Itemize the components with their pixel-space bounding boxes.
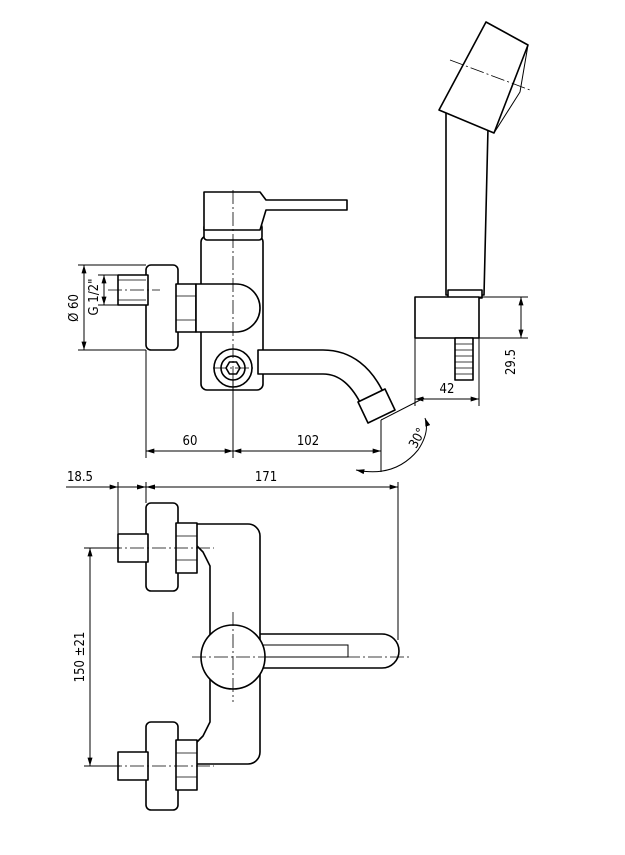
dimension-lines <box>66 264 528 767</box>
shower-wall-holder <box>414 296 480 339</box>
dim-wall-offset: 60 <box>183 434 198 449</box>
side-spout <box>257 349 385 407</box>
side-wall-rosette <box>145 264 179 351</box>
top-lower-hex-nut <box>175 739 198 791</box>
dim-inlet-offset: 18.5 <box>67 470 93 485</box>
dim-center-distance: 150 ±21 <box>73 632 88 683</box>
dim-total-length: 171 <box>255 470 277 485</box>
side-hex-nut <box>175 283 197 333</box>
top-view <box>108 502 412 811</box>
side-spout-aerator <box>357 388 396 424</box>
top-upper-wall-rosette <box>145 502 179 592</box>
dim-spout-reach: 102 <box>297 434 319 449</box>
top-lever-handle <box>229 633 400 669</box>
dim-holder-depth: 42 <box>440 382 455 397</box>
hand-shower-handle <box>445 111 489 296</box>
shower-hose <box>454 337 474 381</box>
side-lever-handle <box>203 191 348 231</box>
dim-holder-height: 29.5 <box>504 349 519 375</box>
hand-shower <box>414 21 531 381</box>
side-eccentric-connector <box>195 283 261 333</box>
dim-thread: G 1/2" <box>87 279 102 316</box>
side-view <box>108 190 396 455</box>
hand-shower-head <box>438 21 529 134</box>
dim-pipe-diameter: Ø 60 <box>67 294 82 322</box>
